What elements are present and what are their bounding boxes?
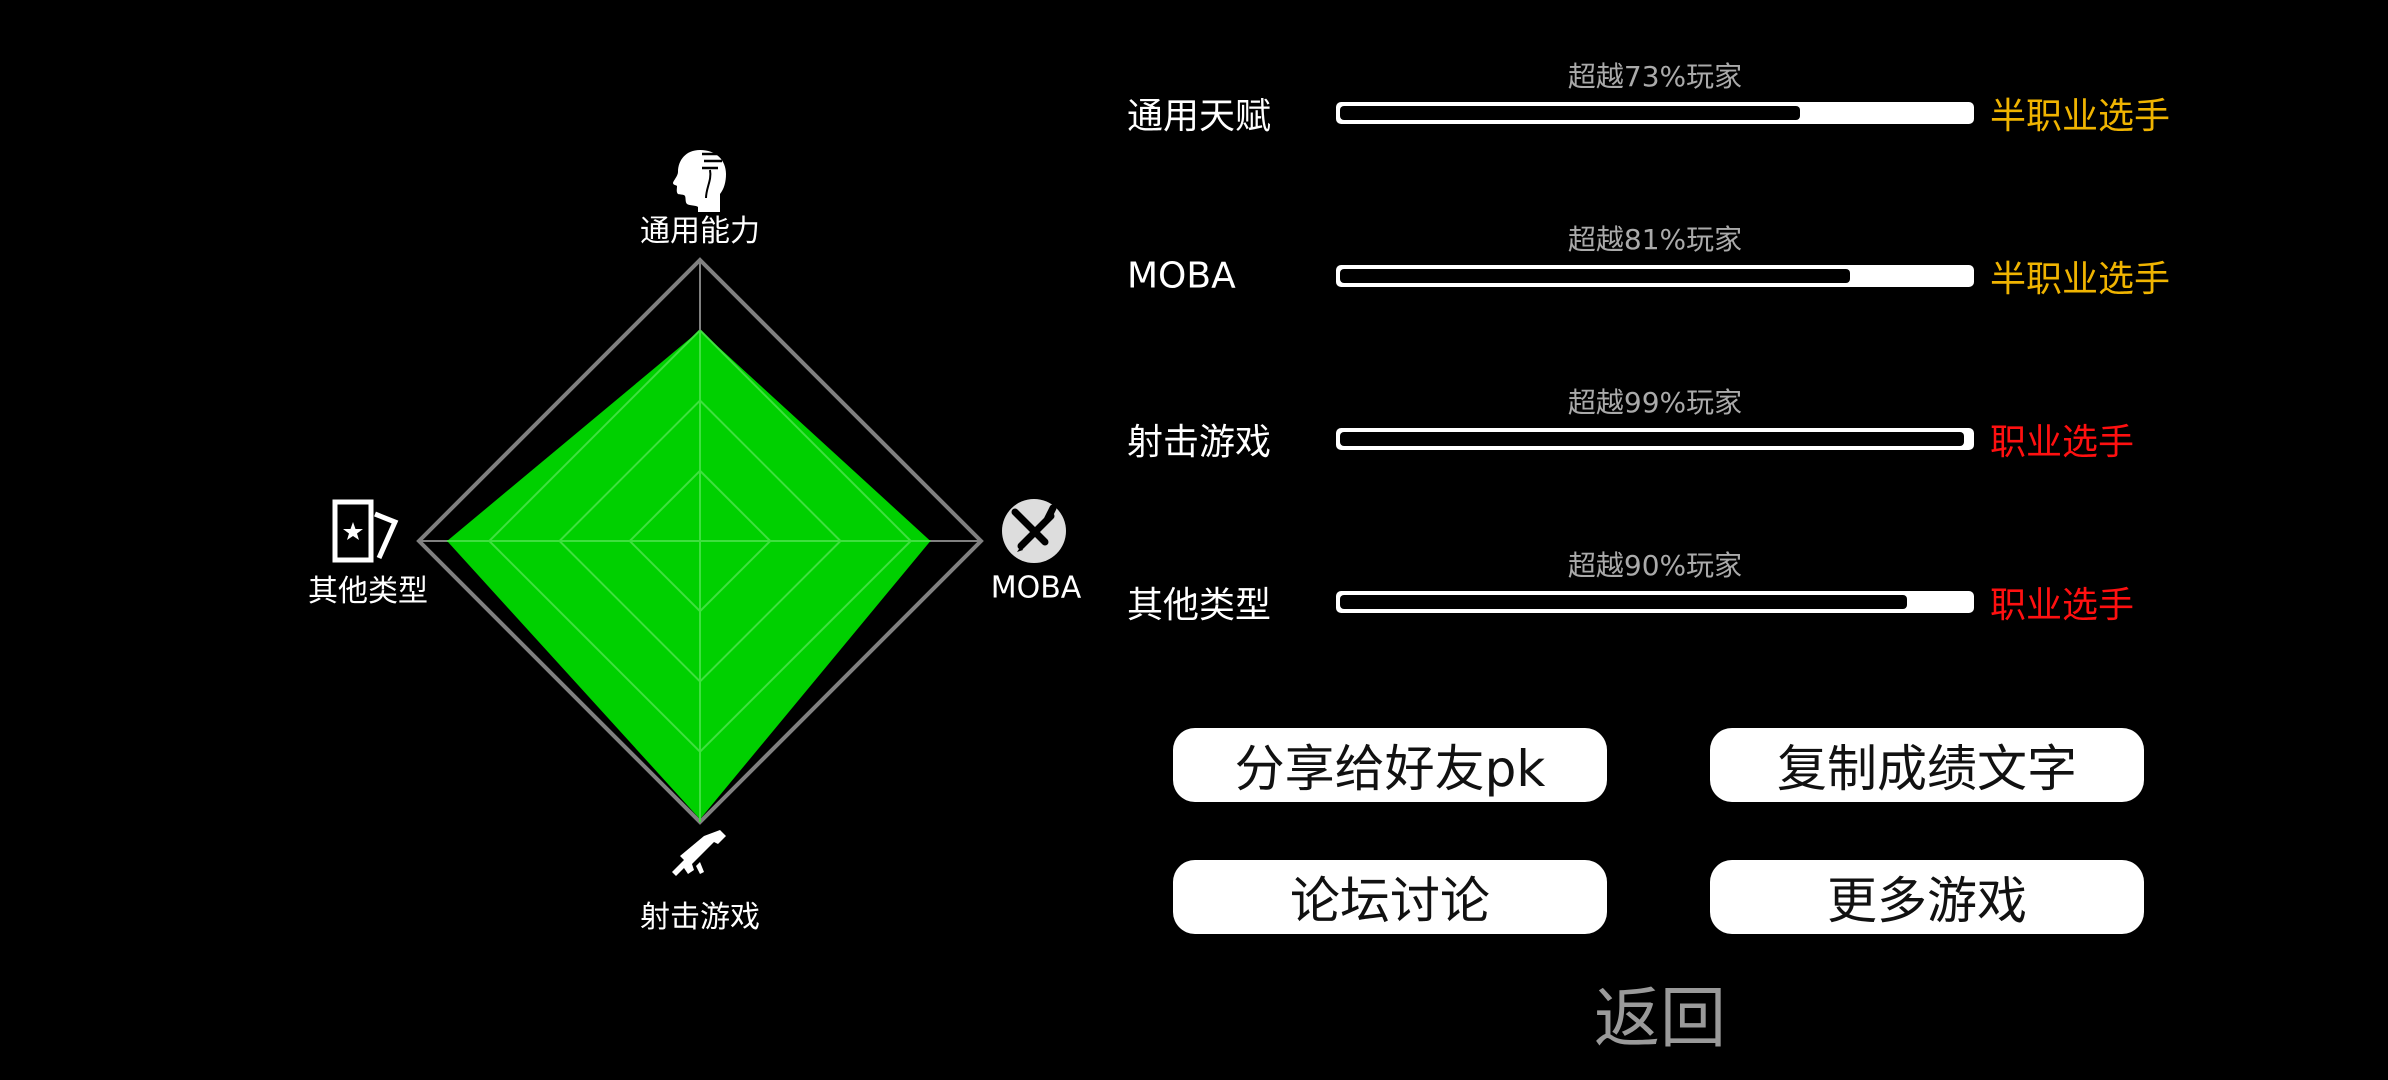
forum-button[interactable]: 论坛讨论 [1173, 860, 1607, 934]
progress-bar-fill [1340, 106, 1800, 120]
radar-label-moba: MOBA [990, 570, 1082, 606]
radar-data-area [447, 330, 931, 820]
row-label: MOBA [1127, 255, 1236, 297]
rank-label: 半职业选手 [1990, 96, 2171, 137]
radar-label-general: 通用能力 [640, 214, 760, 249]
gun-icon [670, 826, 730, 890]
row-label: 其他类型 [1127, 585, 1272, 626]
row-label: 射击游戏 [1127, 422, 1272, 463]
percentile-text: 超越99%玩家 [1567, 386, 1743, 419]
row-label: 通用天赋 [1127, 96, 1272, 137]
percentile-text: 超越81%玩家 [1567, 223, 1743, 256]
radar-label-other: 其他类型 [308, 574, 428, 609]
percentile-text: 超越90%玩家 [1567, 549, 1743, 582]
more-games-button[interactable]: 更多游戏 [1710, 860, 2144, 934]
progress-bar [1336, 265, 1974, 287]
rank-label: 职业选手 [1990, 422, 2135, 463]
progress-bar [1336, 591, 1974, 613]
rank-label: 职业选手 [1990, 585, 2135, 626]
progress-bar-fill [1340, 432, 1964, 446]
moba-swords-icon [1001, 498, 1067, 568]
copy-results-button[interactable]: 复制成绩文字 [1710, 728, 2144, 802]
percentile-text: 超越73%玩家 [1567, 60, 1743, 93]
share-button[interactable]: 分享给好友pk [1173, 728, 1607, 802]
cards-icon [331, 498, 401, 568]
progress-bar [1336, 102, 1974, 124]
progress-bar [1336, 428, 1974, 450]
rank-label: 半职业选手 [1990, 259, 2171, 300]
radar-chart [416, 257, 984, 825]
progress-bar-fill [1340, 269, 1850, 283]
head-icon [672, 148, 728, 216]
progress-bar-fill [1340, 595, 1907, 609]
radar-label-shooter: 射击游戏 [640, 900, 760, 935]
back-button[interactable]: 返回 [1594, 980, 1726, 1057]
